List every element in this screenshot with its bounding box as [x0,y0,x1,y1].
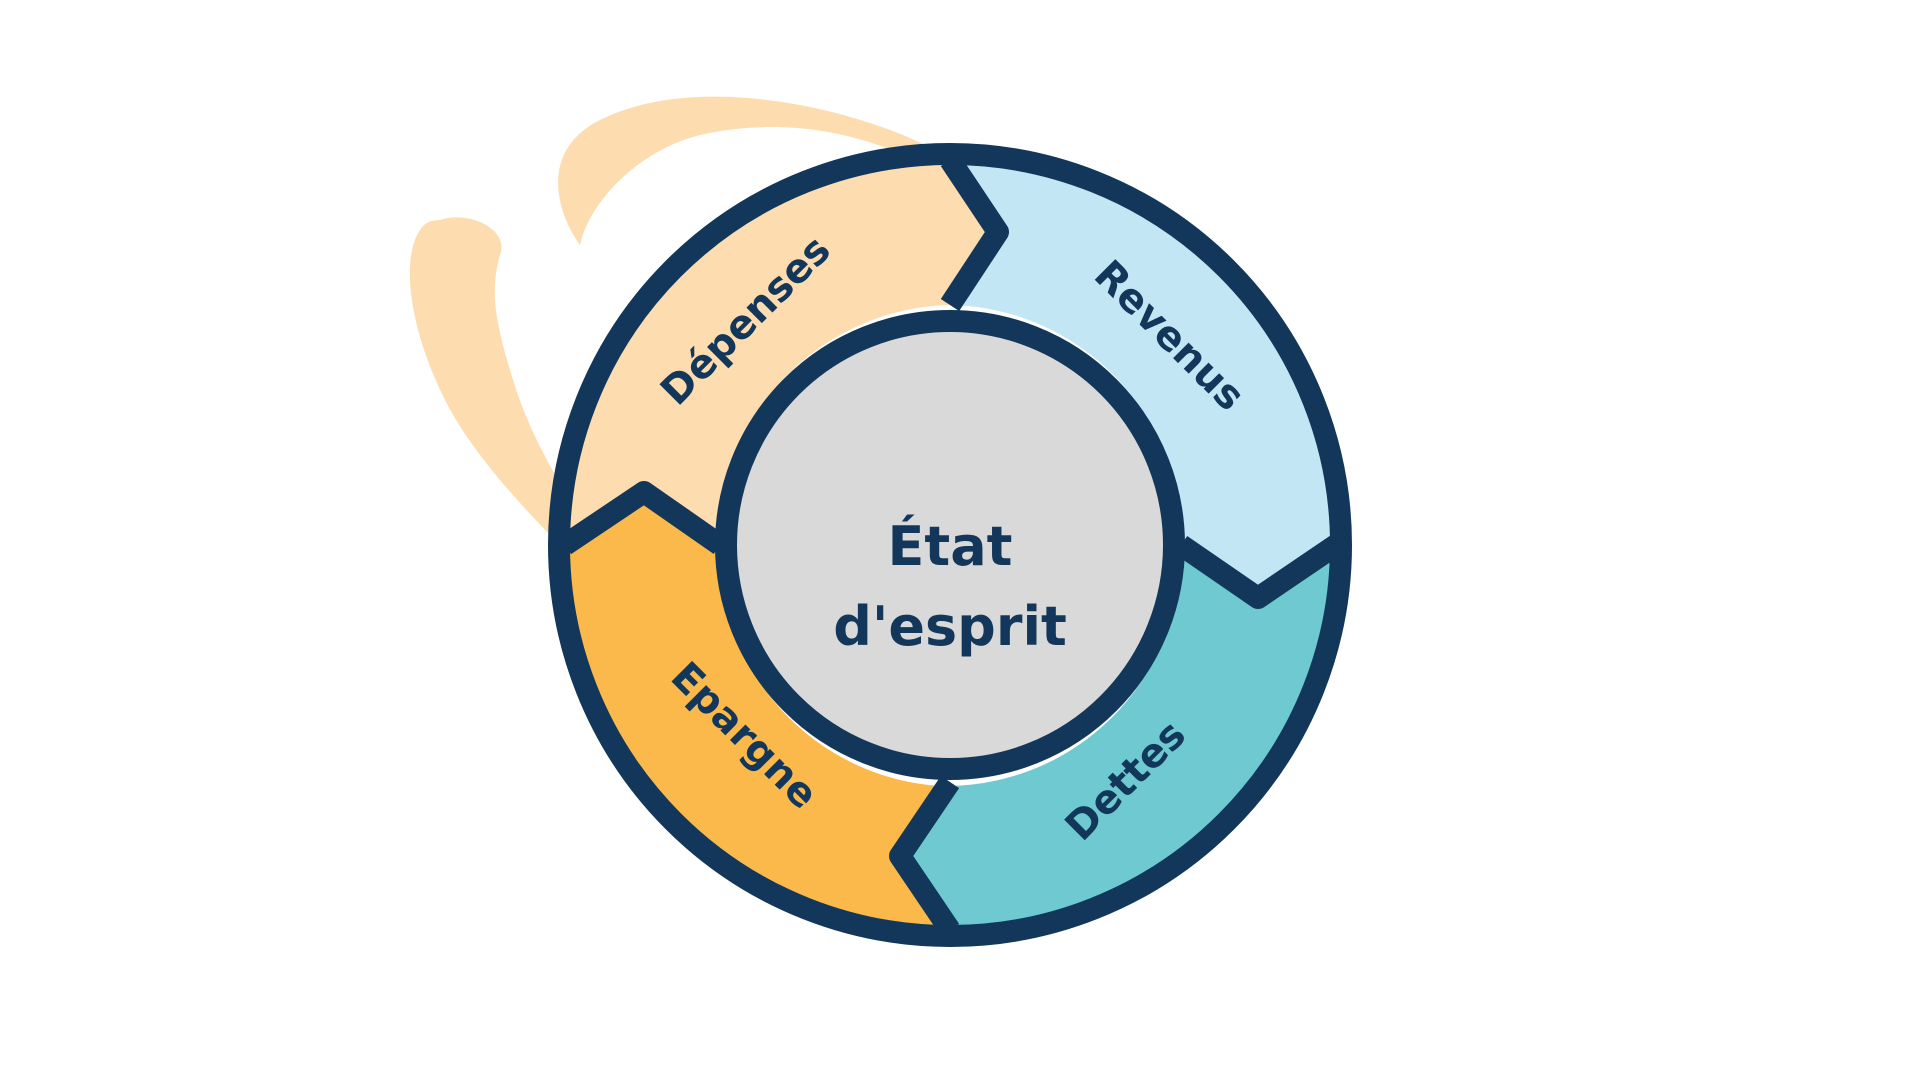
divider-right [1174,535,1343,609]
segment-depenses [569,164,995,535]
center-label-line1: État [888,515,1013,578]
divider-bottom [889,775,960,937]
segment-epargne [568,495,940,926]
divider-top [940,153,1009,312]
decorative-swoosh [409,96,935,546]
outer-ring [548,143,1352,947]
segment-dettes [905,545,1331,926]
segment-revenus [950,165,1331,595]
inner-circle [715,310,1185,780]
divider-left [558,481,727,555]
center-label-line2: d'esprit [833,595,1067,658]
